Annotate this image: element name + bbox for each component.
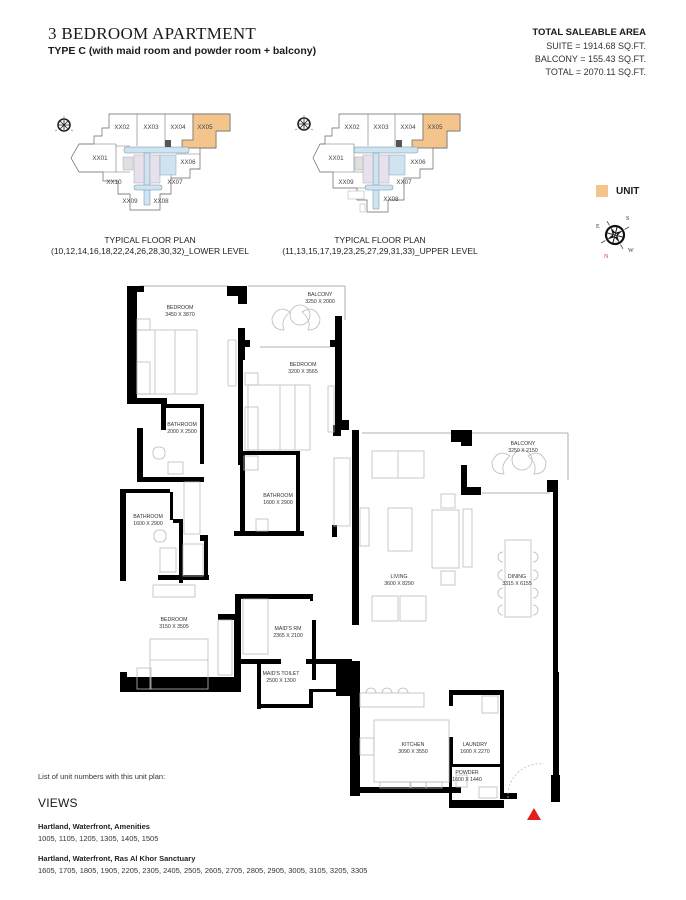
key-plan-lower-level: XX02 XX03 XX04 XX05 XX01 XX06 XX10 XX07 …: [30, 100, 270, 256]
room-name-bedroom-1: BEDROOM: [167, 305, 194, 311]
room-name-maids-room: MAID'S RM: [275, 626, 302, 632]
room-name-bathroom-1: BATHROOM: [167, 422, 197, 428]
room-name-balcony-1: BALCONY: [308, 292, 333, 298]
kp-unit-label: XX01: [92, 155, 108, 162]
room-dims-bedroom-1: 3450 X 3870: [165, 312, 195, 318]
room-dims-balcony-1: 3250 X 2000: [305, 299, 335, 305]
page-title: 3 BEDROOM APARTMENT: [48, 24, 257, 43]
svg-text:S: S: [626, 216, 629, 222]
view-group-units: 1605, 1705, 1805, 1905, 2205, 2305, 2405…: [38, 866, 368, 875]
kp-unit-label: XX06: [410, 159, 426, 166]
key-plan-upper-level: XX02 XX03 XX04 XX05 XX01 XX06 XX09 XX07 …: [280, 100, 520, 256]
svg-text:N: N: [604, 254, 609, 260]
compass-rose-icon: S E W N: [590, 210, 640, 265]
room-dims-laundry: 1600 X 2270: [460, 749, 490, 755]
room-dims-dining: 3315 X 6155: [502, 581, 532, 587]
view-group: Hartland, Waterfront, Ras Al Khor Sanctu…: [38, 853, 367, 877]
svg-text:E: E: [596, 224, 600, 230]
kp-caption-title: TYPICAL FLOOR PLAN: [334, 235, 426, 245]
entrance-triangle-icon: [527, 808, 541, 820]
room-name-kitchen: KITCHEN: [402, 742, 425, 748]
saleable-area-heading: TOTAL SALEABLE AREA: [532, 27, 646, 38]
total-area: TOTAL = 2070.11 SQ.FT.: [545, 67, 646, 77]
room-dims-bathroom-1: 2000 X 2500: [167, 429, 197, 435]
suite-area: SUITE = 1914.68 SQ.FT.: [546, 41, 646, 51]
room-name-bedroom-2: BEDROOM: [290, 362, 317, 368]
room-dims-bedroom-2: 3200 X 3565: [288, 369, 318, 375]
kp-unit-label: XX05: [197, 124, 213, 131]
svg-text:W: W: [628, 248, 634, 254]
view-group-heading: Hartland, Waterfront, Amenities: [38, 822, 150, 831]
room-dims-maids-room: 2365 X 2100: [273, 633, 303, 639]
kp-caption-floors: (11,13,15,17,19,23,25,27,29,31,33)_UPPER…: [282, 246, 478, 256]
room-dims-bathroom-3: 1600 X 2900: [263, 500, 293, 506]
room-dims-powder: 1600 X 1440: [452, 777, 482, 783]
kp-unit-label: XX10: [106, 179, 122, 186]
room-dims-kitchen: 3090 X 3550: [398, 749, 428, 755]
kp-unit-label: XX08: [383, 196, 399, 203]
kp-unit-label: XX02: [344, 124, 360, 131]
kp-unit-label: XX04: [170, 124, 186, 131]
room-name-powder: POWDER: [455, 770, 479, 776]
unit-legend-label: UNIT: [616, 185, 640, 197]
kp-caption-floors: (10,12,14,16,18,22,24,26,28,30,32)_LOWER…: [51, 246, 249, 256]
kp-unit-label: XX07: [396, 179, 412, 186]
kp-unit-label: XX04: [400, 124, 416, 131]
kp-unit-label: XX09: [338, 179, 354, 186]
room-name-maids-toilet: MAID'S TOILET: [263, 671, 301, 677]
kp-unit-label: XX06: [180, 159, 196, 166]
room-dims-bedroom-3: 3150 X 3505: [159, 624, 189, 630]
kp-unit-label: XX02: [114, 124, 130, 131]
kp-unit-label: XX08: [153, 198, 169, 205]
room-name-dining: DINING: [508, 574, 526, 580]
view-group: Hartland, Waterfront, Amenities 1005, 11…: [38, 821, 158, 845]
kp-unit-label: XX05: [427, 124, 443, 131]
view-group-heading: Hartland, Waterfront, Ras Al Khor Sanctu…: [38, 854, 196, 863]
room-dims-balcony-2: 3250 X 2150: [508, 448, 538, 454]
view-group-units: 1005, 1105, 1205, 1305, 1405, 1505: [38, 834, 159, 843]
kp-unit-label: XX03: [143, 124, 159, 131]
room-dims-maids-toilet: 2500 X 1300: [266, 678, 296, 684]
room-name-laundry: LAUNDRY: [463, 742, 488, 748]
balcony-area: BALCONY = 155.43 SQ.FT.: [534, 54, 646, 64]
kp-unit-label: XX07: [167, 179, 183, 186]
unit-color-swatch: [596, 185, 608, 197]
kp-unit-label: XX03: [373, 124, 389, 131]
saleable-area-block: TOTAL SALEABLE AREA SUITE = 1914.68 SQ.F…: [532, 26, 646, 79]
compass-small-icon: [54, 116, 74, 132]
room-name-bathroom-2: BATHROOM: [133, 514, 163, 520]
kp-caption-title: TYPICAL FLOOR PLAN: [104, 235, 196, 245]
unit-type-subtitle: TYPE C (with maid room and powder room +…: [48, 45, 317, 57]
room-dims-bathroom-2: 1600 X 2900: [133, 521, 163, 527]
unit-legend: UNIT: [596, 185, 639, 197]
views-heading: VIEWS: [38, 796, 78, 810]
room-name-living: LIVING: [390, 574, 407, 580]
room-dims-living: 3600 X 8290: [384, 581, 414, 587]
room-name-bathroom-3: BATHROOM: [263, 493, 293, 499]
kp-unit-label: XX09: [122, 198, 138, 205]
room-name-balcony-2: BALCONY: [511, 441, 536, 447]
room-name-bedroom-3: BEDROOM: [161, 617, 188, 623]
unit-list-label: List of unit numbers with this unit plan…: [38, 772, 166, 781]
kp-unit-label: XX01: [328, 155, 344, 162]
compass-small-icon: [294, 115, 314, 131]
